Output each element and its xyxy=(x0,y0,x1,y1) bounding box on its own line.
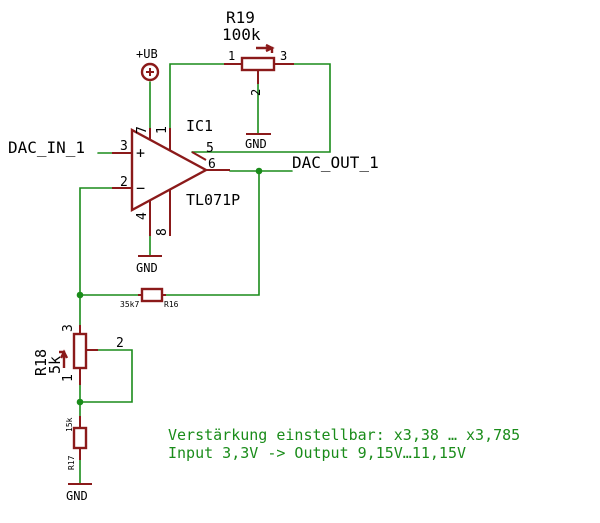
r16-value: 35k7 xyxy=(120,300,139,309)
r18-pin1-number: 1 xyxy=(61,374,76,382)
gnd-label: GND xyxy=(136,261,158,275)
minus-sign: − xyxy=(136,179,145,197)
pin5-number: 5 xyxy=(206,141,214,156)
r19-pin2-number: 2 xyxy=(249,89,263,96)
supply-circle xyxy=(140,62,160,82)
plus-sign: + xyxy=(136,144,145,162)
r16-resistor: 35k7 R16 xyxy=(120,287,179,309)
r18-name: R18 xyxy=(32,349,50,376)
r18-pin3-number: 3 xyxy=(61,324,76,332)
r17-name: R17 xyxy=(67,455,76,470)
pin3-number: 3 xyxy=(120,139,128,154)
pin8-number: 8 xyxy=(155,228,170,236)
r19-adjust-arrow xyxy=(256,43,275,53)
wire-r19-pin3 xyxy=(191,63,331,153)
net-label-dac-out: DAC_OUT_1 xyxy=(292,153,379,172)
note-io: Input 3,3V -> Output 9,15V…11,15V xyxy=(168,444,466,462)
pin2-number: 2 xyxy=(120,175,128,190)
r18-pin2-number: 2 xyxy=(116,336,124,351)
r19-body xyxy=(240,56,276,72)
r17-value: 15k xyxy=(65,417,74,432)
pin4-number: 4 xyxy=(135,212,150,220)
note-gain: Verstärkung einstellbar: x3,38 … x3,785 xyxy=(168,426,520,444)
wire-r18-wiper xyxy=(79,349,133,403)
ic1-opamp: + − IC1 TL071P 3 2 5 6 7 1 4 8 xyxy=(112,117,240,236)
r16-body xyxy=(140,287,164,303)
wire-feedback-out xyxy=(165,170,260,296)
supply-label: +UB xyxy=(136,47,158,61)
r17-body xyxy=(72,426,88,450)
pin6-number: 6 xyxy=(208,157,216,172)
r18-potentiometer: R18 5k 3 1 2 xyxy=(32,324,124,385)
r19-pin3-number: 3 xyxy=(280,49,287,63)
ic1-type: TL071P xyxy=(186,191,240,209)
r19-value: 100k xyxy=(222,25,261,44)
r17-resistor: 15k R17 xyxy=(65,416,88,470)
r19-pin1-number: 1 xyxy=(228,49,235,63)
gnd-label: GND xyxy=(245,137,267,151)
pin5-lead xyxy=(191,151,207,161)
gnd-symbol-opamp: GND xyxy=(136,255,162,275)
r18-adjust-arrow xyxy=(59,349,69,368)
junction-output xyxy=(255,167,263,175)
gnd-symbol-r17: GND xyxy=(66,483,92,503)
ic1-name: IC1 xyxy=(186,117,213,135)
r19-potentiometer: R19 100k 1 3 2 xyxy=(222,8,294,96)
r18-body xyxy=(72,332,88,370)
wires xyxy=(76,63,331,485)
r19-name: R19 xyxy=(226,8,255,27)
r16-name: R16 xyxy=(164,300,179,309)
junction-r18 xyxy=(76,398,84,406)
pin7-number: 7 xyxy=(135,126,150,134)
junction-feedback xyxy=(76,291,84,299)
net-label-dac-in: DAC_IN_1 xyxy=(8,138,85,157)
wire-r19-loop xyxy=(169,63,225,129)
wire-inverting xyxy=(79,187,113,326)
gnd-symbol-r19: GND xyxy=(245,133,271,151)
gnd-label: GND xyxy=(66,489,88,503)
r18-value: 5k xyxy=(46,356,64,374)
pin1-number: 1 xyxy=(155,126,170,134)
supply-symbol: +UB xyxy=(136,47,160,82)
